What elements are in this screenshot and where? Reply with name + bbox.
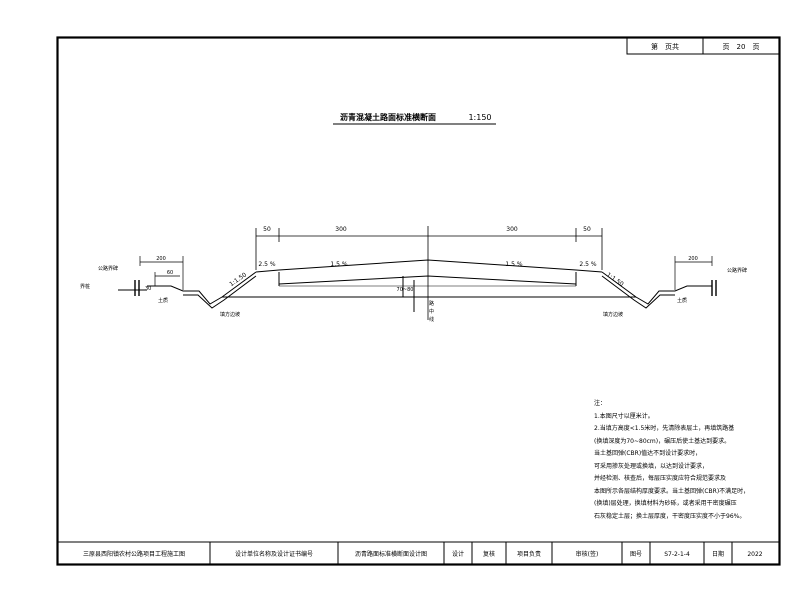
note-line: 本图所示各层结构厚度要求。当土基回弹(CBR)不满足时，	[594, 487, 750, 495]
drawing-frame	[56, 36, 781, 566]
tb-check: 复核	[483, 550, 495, 558]
centerline-label-b: 中	[429, 308, 434, 315]
dim-left-ditch-width: 200	[156, 256, 166, 262]
dim-right-lane: 300	[506, 226, 518, 233]
left-post-label: 公路界碑	[98, 265, 118, 272]
dim-left-ditch-inner: 60	[167, 270, 173, 276]
note-line: 可采用掺灰处理或换填，以达到设计要求，	[594, 462, 709, 470]
right-ditch-dimension	[674, 256, 713, 290]
note-line: (换填)层处理，换填材料为砂砾，或者采用干密度碾压	[594, 500, 737, 507]
dim-left-shoulder: 50	[263, 226, 271, 233]
note-line: 当土基回弹(CBR)值达不到设计要求时，	[594, 450, 702, 457]
sheet-label-b: 页 20 页	[723, 43, 760, 51]
tb-drawing-name: 沥青路面标准横断面设计图	[355, 550, 427, 558]
sheet-number-box: 第 页共 页 20 页	[626, 37, 780, 55]
left-ditch-dimension	[139, 256, 184, 290]
notes-block: 注： 1.本图尺寸以厘米计。 2.当填方高度<1.5米时，先清除表层土，再填筑路…	[594, 398, 754, 523]
left-ditch-label: 土质	[158, 297, 168, 304]
left-slope-percent: 2.5 %	[258, 261, 275, 268]
note-line: 1.本图尺寸以厘米计。	[594, 412, 654, 420]
drawing-scale: 1:150	[468, 113, 491, 122]
subgrade-outline	[222, 276, 636, 312]
road-surface	[255, 259, 603, 287]
centerline-label-c: 线	[429, 316, 434, 323]
tb-project: 三原县西阳镇农村公路项目工程施工图	[83, 550, 185, 558]
left-embankment	[118, 271, 257, 309]
tb-date: 2022	[747, 551, 762, 558]
title-block	[58, 541, 779, 564]
left-end-label: 界桩	[80, 283, 90, 290]
tb-designer-org: 设计单位名称及设计证书编号	[235, 550, 313, 558]
dim-right-ditch-width: 200	[688, 256, 698, 262]
drawing-title: 沥青混凝土路面标准横断面	[340, 112, 436, 122]
width-dimension-line	[255, 226, 603, 320]
tb-design: 设计	[452, 550, 464, 558]
right-post-label: 公路界碑	[727, 267, 747, 274]
note-line: (换填深度为70~80cm)，碾压后使土基达到要求。	[594, 437, 731, 445]
notes-title: 注：	[594, 400, 607, 407]
right-ditch-label: 土质	[677, 297, 687, 304]
right-toe-label: 填方边坡	[603, 311, 623, 318]
note-line: 并经检测、核查后，每层压实度应符合规范要求及	[594, 475, 727, 482]
tb-drawing-no-label: 图号	[630, 551, 642, 558]
sheet-label-a: 第 页共	[651, 42, 679, 51]
tb-lead: 项目负责	[517, 550, 541, 558]
left-boundary-post	[134, 280, 140, 296]
dim-left-lane: 300	[335, 226, 347, 233]
right-slope-percent: 2.5 %	[579, 261, 596, 268]
left-edge-label: 30	[145, 286, 151, 292]
pavement-thickness: 70~80	[397, 287, 414, 293]
tb-date-label: 日期	[712, 550, 724, 558]
tb-review: 审核(签)	[576, 550, 599, 558]
right-embankment	[601, 271, 712, 309]
centerline-label-a: 路	[429, 300, 434, 307]
dim-right-shoulder: 50	[583, 226, 591, 233]
note-line: 2.当填方高度<1.5米时，先清除表层土，再填筑路基	[594, 425, 735, 432]
tb-drawing-no: S7-2-1-4	[664, 551, 690, 558]
left-cross-slope: 1.5 %	[330, 261, 347, 268]
right-boundary-post	[711, 280, 717, 296]
right-cross-slope: 1.5 %	[505, 261, 522, 268]
note-line: 石灰稳定土层；换土层厚度，干密度压实度不小于96%。	[594, 512, 746, 520]
left-toe-label: 填方边坡	[220, 311, 240, 318]
